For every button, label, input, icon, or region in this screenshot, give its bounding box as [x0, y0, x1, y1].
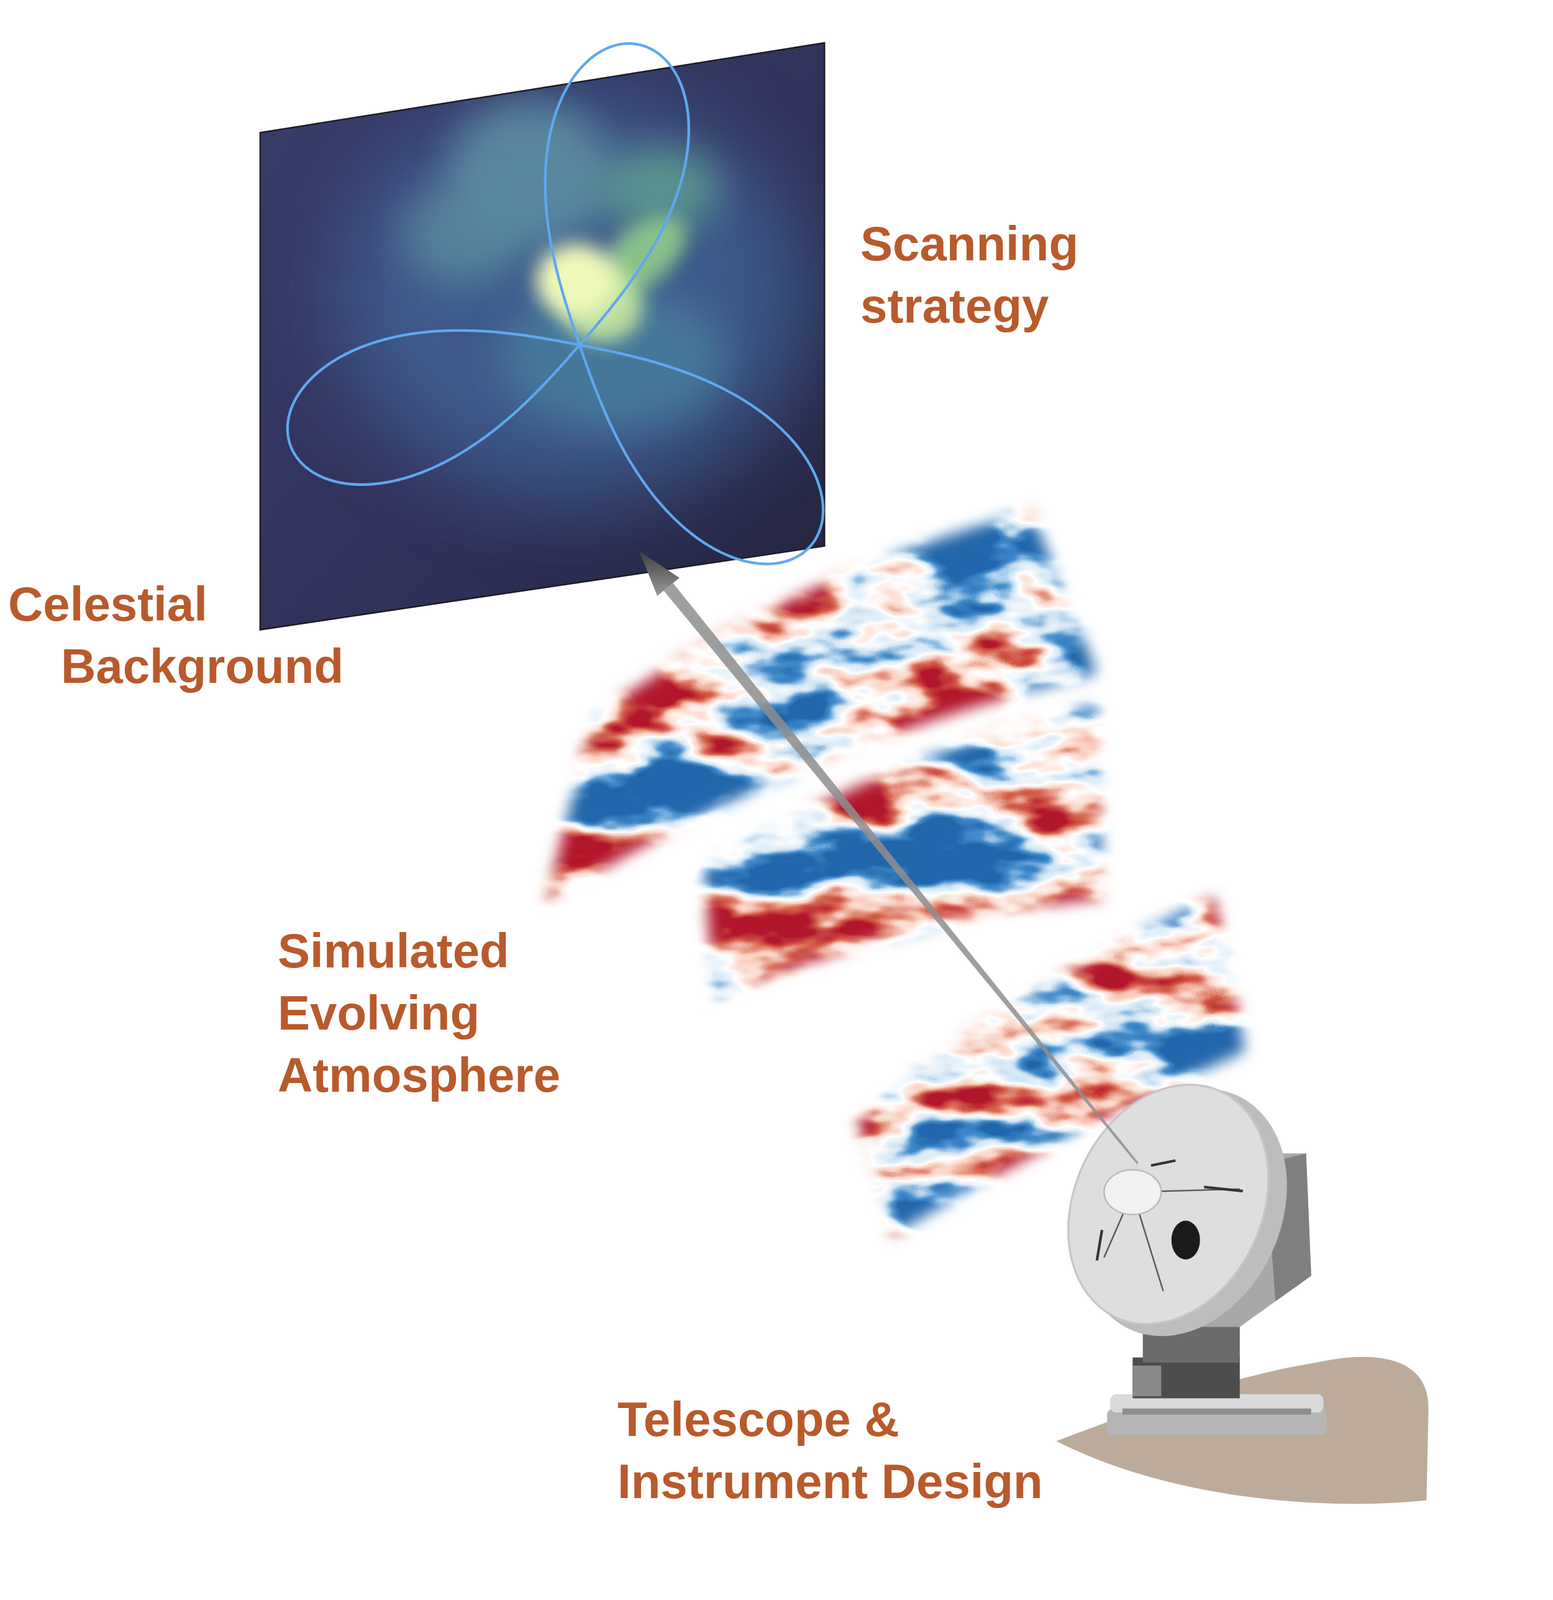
section-label: Scanning strategy: [860, 212, 1209, 337]
section-label: Celestial Background: [8, 572, 360, 697]
beam-arrow: [639, 551, 1139, 1165]
section-label: Simulated Evolving Atmosphere: [277, 919, 576, 1106]
section-label: Telescope & Instrument Design: [617, 1387, 1065, 1513]
telescope: [1030, 1051, 1429, 1504]
